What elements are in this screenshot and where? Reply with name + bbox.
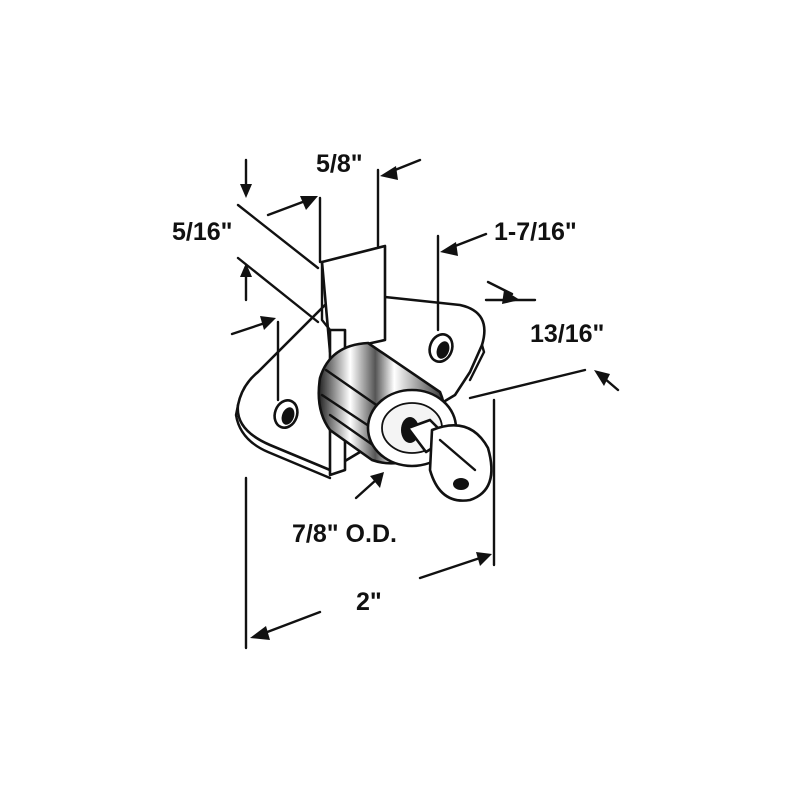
- key: [406, 418, 493, 502]
- dim-line-tongue-width: [266, 158, 422, 264]
- dim-line-hole-spacing: [230, 232, 488, 402]
- dim-line-cylinder-depth: [468, 280, 620, 400]
- label-hole-spacing: 1-7/16": [494, 218, 577, 246]
- dim-line-outer-diameter: [354, 472, 384, 500]
- dim-line-overall-width: [244, 398, 496, 650]
- label-tongue-width: 5/8": [316, 150, 363, 178]
- dim-line-tongue-offset: [236, 158, 320, 324]
- label-tongue-offset: 5/16": [172, 218, 233, 246]
- mounting-hole-right: [428, 333, 454, 363]
- label-overall-width: 2": [356, 588, 382, 616]
- label-outer-diameter: 7/8" O.D.: [292, 520, 397, 548]
- mounting-hole-left: [273, 399, 299, 429]
- label-cylinder-depth: 13/16": [530, 320, 605, 348]
